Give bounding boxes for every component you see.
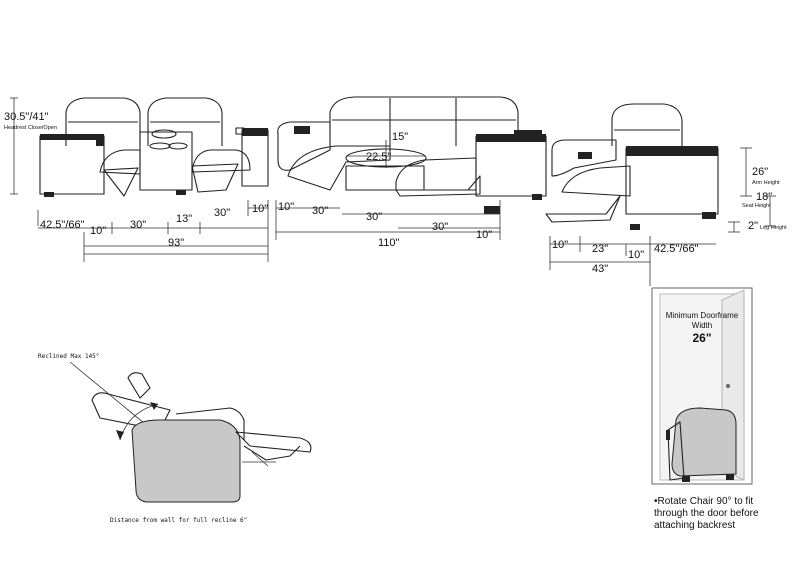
- loveseat-height-label: 30.5"/41": [4, 111, 49, 123]
- loveseat-seg-5: 10": [252, 203, 268, 215]
- loveseat-drawing: [39, 97, 269, 197]
- recline-wall-note: Distance from wall for full recline 6": [110, 517, 247, 524]
- chair-leg-caption: Leg Height: [760, 225, 787, 231]
- chair-seat-caption: Seat Height: [742, 203, 771, 209]
- sofa-seg-4: 30": [432, 221, 448, 233]
- sofa-seg-1: 10": [278, 201, 294, 213]
- door-title-line1: Minimum Doorframe: [666, 311, 739, 320]
- door-illustration: Minimum Doorframe Width 26" •Rotate Chai…: [651, 287, 759, 531]
- chair-arm-caption: Arm Height: [752, 180, 780, 186]
- chair-leg-height: 2": [748, 220, 758, 232]
- sofa-total: 110": [378, 237, 400, 249]
- loveseat-total: 93": [168, 237, 184, 249]
- sofa-seg-3: 30": [366, 211, 382, 223]
- chair-arm-height: 26": [752, 166, 768, 178]
- door-note-line1: •Rotate Chair 90° to fit: [654, 496, 753, 507]
- door-note-line3: attaching backrest: [654, 520, 735, 531]
- sofa-console-depth: 15": [392, 131, 408, 143]
- sofa-console-width: 22.5": [366, 151, 391, 163]
- door-title-line2: Width: [692, 321, 712, 330]
- sofa-seg-2: 30": [312, 205, 328, 217]
- sofa-dimensions: [275, 140, 501, 240]
- chair-total: 43": [592, 263, 608, 275]
- recline-label: Reclined Max 145°: [38, 353, 99, 360]
- loveseat-height-caption: Headrest Close/Open: [4, 125, 57, 131]
- chair-depth: 42.5"/66": [654, 243, 699, 255]
- chair-seat-height: 18": [756, 191, 772, 203]
- loveseat-seg-4: 30": [214, 207, 230, 219]
- loveseat-seg-1: 10": [90, 225, 106, 237]
- chair-seg-2: 23": [592, 243, 608, 255]
- sofa-seg-5: 10": [476, 229, 492, 241]
- recline-side-view: Reclined Max 145° Distance from wall for…: [38, 353, 312, 524]
- chair-drawing: [545, 103, 719, 230]
- chair-seg-1: 10": [552, 239, 568, 251]
- chair-seg-3: 10": [628, 249, 644, 261]
- door-width: 26": [692, 331, 711, 345]
- loveseat-seg-2: 30": [130, 219, 146, 231]
- loveseat-depth-label: 42.5"/66": [40, 219, 85, 231]
- sofa-drawing: [277, 96, 547, 214]
- loveseat-seg-3: 13": [176, 213, 192, 225]
- chair-dimensions: [549, 147, 776, 286]
- loveseat-dimensions: [10, 97, 269, 262]
- door-note-line2: through the door before: [654, 508, 759, 519]
